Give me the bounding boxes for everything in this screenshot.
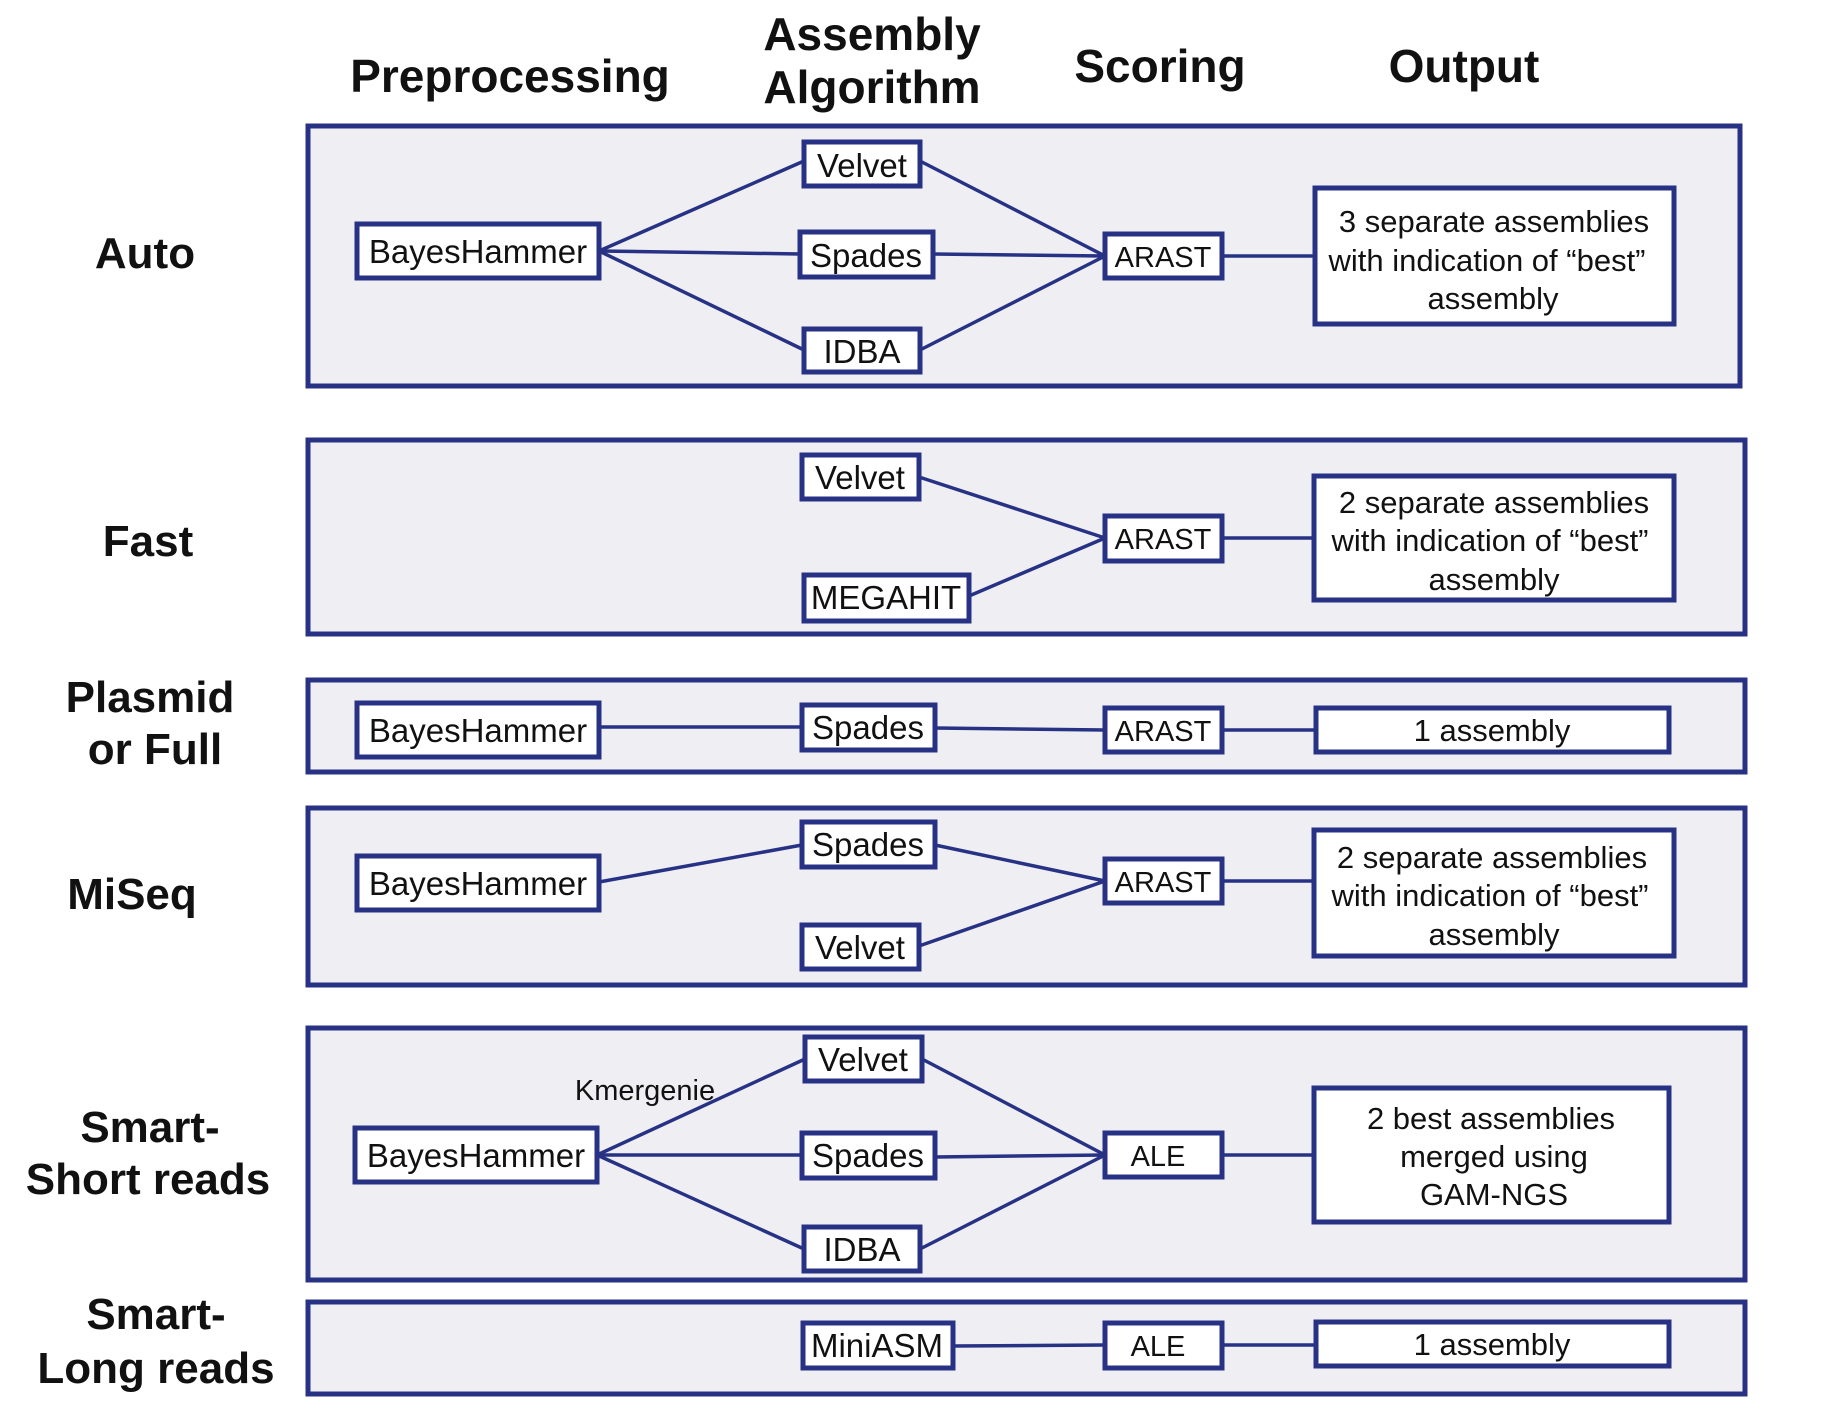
label-plasmid-output: 1 assembly (1414, 713, 1571, 748)
label-smart-short-output-line3: GAM-NGS (1420, 1177, 1568, 1212)
label-fast-output-line3: assembly (1429, 562, 1560, 597)
node-smart-short-ale (1102, 1130, 1225, 1180)
label-miseq-velvet: Velvet (815, 929, 905, 966)
row-label-smart-long-line2: Long reads (37, 1344, 274, 1393)
node-fast-output (1311, 473, 1677, 603)
label-smart-short-velvet: Velvet (818, 1041, 908, 1078)
node-auto-output (1312, 185, 1677, 327)
label-smart-short-output-line1: 2 best assemblies (1367, 1101, 1615, 1136)
edges-miseq (598, 843, 1314, 948)
row-label-smart-short-line2: Short reads (26, 1155, 271, 1204)
label-plasmid-bayeshammer: BayesHammer (369, 712, 587, 749)
node-auto-arast (1102, 231, 1225, 281)
node-plasmid-bayeshammer (354, 700, 602, 760)
label-smart-short-bayeshammer: BayesHammer (367, 1137, 585, 1174)
label-auto-velvet: Velvet (817, 147, 907, 184)
label-miseq-output-line3: assembly (1429, 917, 1560, 952)
label-auto-spades: Spades (810, 237, 922, 274)
edge-label-kmergenie: Kmergenie (575, 1075, 715, 1107)
panel-plasmid: BayesHammer Spades ARAST 1 assembly (305, 677, 1748, 775)
node-auto-bayeshammer (354, 221, 602, 281)
node-smart-long-output (1313, 1319, 1672, 1369)
label-smart-long-output: 1 assembly (1414, 1327, 1571, 1362)
panel-auto: BayesHammer Velvet Spades IDBA ARAST 3 s… (305, 123, 1743, 389)
label-miseq-arast: ARAST (1115, 867, 1212, 899)
header-assembly-line1: Assembly (763, 8, 981, 60)
label-smart-short-spades: Spades (812, 1137, 924, 1174)
label-fast-arast: ARAST (1115, 524, 1212, 556)
label-miseq-output-line1: 2 separate assemblies (1337, 840, 1647, 875)
node-smart-short-velvet (802, 1034, 925, 1084)
row-label-fast: Fast (103, 517, 194, 566)
label-smart-long-miniasm: MiniASM (811, 1327, 943, 1364)
node-smart-short-output (1311, 1085, 1672, 1225)
label-fast-megahit: MEGAHIT (811, 579, 961, 616)
edges-smart-long (952, 1343, 1316, 1348)
label-smart-long-ale: ALE (1131, 1331, 1186, 1363)
label-plasmid-arast: ARAST (1115, 716, 1212, 748)
edges-fast (918, 475, 1314, 598)
label-auto-output-line3: assembly (1428, 281, 1559, 316)
node-auto-velvet (801, 139, 923, 189)
edges-smart-short (596, 1057, 1314, 1251)
row-label-plasmid-line2: or Full (88, 725, 222, 774)
label-auto-output-line1: 3 separate assemblies (1339, 204, 1649, 239)
node-plasmid-arast (1102, 705, 1225, 755)
node-miseq-bayeshammer (354, 853, 602, 913)
node-fast-velvet (799, 452, 922, 502)
panel-fast: Velvet MEGAHIT ARAST 2 separate assembli… (305, 437, 1748, 637)
node-plasmid-spades (799, 702, 938, 753)
label-smart-short-output-line2: merged using (1400, 1139, 1588, 1174)
label-smart-short-ale: ALE (1131, 1141, 1186, 1173)
label-smart-short-idba: IDBA (823, 1231, 900, 1268)
panel-smart-long: MiniASM ALE 1 assembly (305, 1299, 1748, 1397)
row-label-smart-long-line1: Smart- (86, 1290, 225, 1339)
label-auto-bayeshammer: BayesHammer (369, 233, 587, 270)
node-miseq-arast (1102, 856, 1225, 906)
node-fast-megahit (801, 572, 972, 624)
row-label-miseq: MiSeq (67, 870, 197, 919)
node-smart-short-idba (801, 1224, 923, 1274)
row-label-plasmid-line1: Plasmid (66, 673, 235, 722)
node-fast-arast (1102, 513, 1225, 564)
node-plasmid-output (1313, 705, 1672, 755)
node-smart-long-miniasm (800, 1320, 956, 1371)
row-label-smart-short-line1: Smart- (80, 1103, 219, 1152)
header-scoring: Scoring (1074, 40, 1245, 92)
node-smart-long-ale (1102, 1320, 1225, 1371)
node-smart-short-bayeshammer (352, 1125, 600, 1185)
label-auto-output-line2: with indication of “best” (1327, 243, 1645, 278)
header-preprocessing: Preprocessing (350, 50, 670, 102)
label-miseq-output-line2: with indication of “best” (1330, 878, 1648, 913)
label-fast-output-line2: with indication of “best” (1330, 523, 1648, 558)
row-label-auto: Auto (95, 229, 195, 278)
edges-plasmid (599, 725, 1316, 732)
node-auto-spades (797, 229, 936, 280)
label-auto-idba: IDBA (823, 333, 900, 370)
label-auto-arast: ARAST (1115, 242, 1212, 274)
panel-smart-short: Kmergenie BayesHammer Velvet Spades IDBA… (305, 1025, 1748, 1283)
node-auto-idba (801, 326, 923, 375)
label-fast-velvet: Velvet (815, 459, 905, 496)
node-miseq-spades (799, 819, 938, 870)
header-assembly-line2: Algorithm (763, 61, 980, 113)
label-miseq-spades: Spades (812, 826, 924, 863)
node-miseq-velvet (799, 922, 922, 972)
node-smart-short-spades (799, 1130, 938, 1181)
label-miseq-bayeshammer: BayesHammer (369, 865, 587, 902)
edges-auto (598, 159, 1315, 352)
label-plasmid-spades: Spades (812, 709, 924, 746)
panel-miseq: BayesHammer Spades Velvet ARAST 2 separa… (305, 805, 1748, 988)
header-output: Output (1389, 40, 1540, 92)
node-miseq-output (1311, 827, 1677, 959)
label-fast-output-line1: 2 separate assemblies (1339, 485, 1649, 520)
